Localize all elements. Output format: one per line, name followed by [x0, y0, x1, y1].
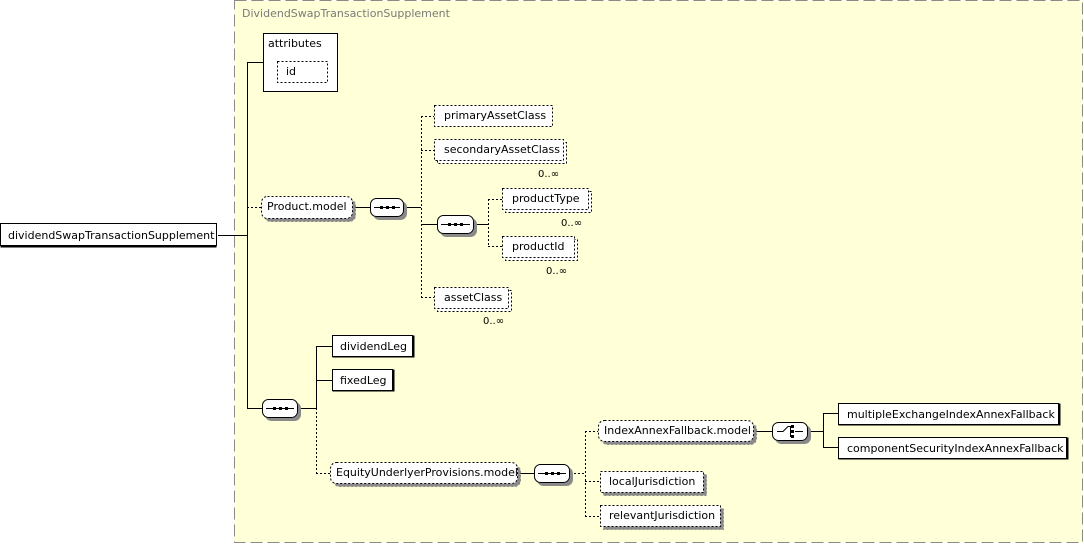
svg-text:dividendSwapTransactionSupplem: dividendSwapTransactionSupplement [8, 229, 215, 242]
svg-text:Product.model: Product.model [267, 200, 347, 213]
svg-text:EquityUnderlyerProvisions.mode: EquityUnderlyerProvisions.model [336, 466, 518, 479]
sequence-compositor-product[interactable] [370, 198, 404, 217]
svg-text:assetClass: assetClass [444, 291, 502, 304]
element-secondary-asset-class[interactable]: secondaryAssetClass [434, 139, 567, 164]
product-id-cardinality: 0..∞ [546, 266, 567, 277]
asset-class-cardinality: 0..∞ [483, 316, 504, 327]
element-product-id[interactable]: productId [502, 236, 578, 261]
svg-text:componentSecurityIndexAnnexFal: componentSecurityIndexAnnexFallback [847, 442, 1064, 455]
group-product-model[interactable]: Product.model [261, 196, 353, 219]
root-element-dividend-swap-transaction-supplement[interactable]: dividendSwapTransactionSupplement [0, 223, 217, 248]
svg-text:secondaryAssetClass: secondaryAssetClass [444, 143, 560, 156]
sequence-compositor-equity[interactable] [534, 464, 570, 483]
sequence-compositor-main[interactable] [262, 399, 298, 418]
element-local-jurisdiction[interactable]: localJurisdiction [600, 471, 704, 493]
attribute-id[interactable]: id [277, 61, 328, 83]
svg-text:primaryAssetClass: primaryAssetClass [444, 109, 546, 122]
element-product-type[interactable]: productType [502, 188, 592, 213]
group-index-annex-fallback-model[interactable]: IndexAnnexFallback.model [598, 420, 754, 442]
complex-type-frame [234, 0, 1083, 543]
svg-text:productId: productId [512, 240, 565, 253]
group-equity-underlyer-provisions-model[interactable]: EquityUnderlyerProvisions.model [330, 462, 518, 484]
element-relevant-jurisdiction[interactable]: relevantJurisdiction [600, 505, 721, 527]
svg-text:dividendLeg: dividendLeg [340, 340, 407, 353]
element-primary-asset-class[interactable]: primaryAssetClass [434, 105, 553, 127]
element-dividend-leg[interactable]: dividendLeg [332, 335, 415, 358]
sequence-compositor-product-type-id[interactable] [437, 215, 474, 234]
svg-text:fixedLeg: fixedLeg [340, 374, 387, 387]
svg-text:productType: productType [512, 192, 580, 205]
svg-text:relevantJurisdiction: relevantJurisdiction [609, 509, 715, 522]
optional-connector-lines [247, 116, 600, 517]
secondary-asset-class-cardinality: 0..∞ [538, 169, 559, 180]
svg-text:id: id [286, 65, 296, 78]
attributes-box[interactable]: attributes id [263, 33, 338, 92]
element-asset-class[interactable]: assetClass [434, 287, 512, 312]
element-multiple-exchange-index-annex-fallback[interactable]: multipleExchangeIndexAnnexFallback [838, 403, 1061, 426]
complex-type-title: DividendSwapTransactionSupplement [242, 7, 451, 20]
choice-compositor-index-annex-fallback[interactable] [772, 422, 808, 441]
product-type-cardinality: 0..∞ [561, 218, 582, 229]
connector-lines [218, 62, 838, 474]
element-component-security-index-annex-fallback[interactable]: componentSecurityIndexAnnexFallback [838, 437, 1069, 460]
element-fixed-leg[interactable]: fixedLeg [332, 369, 395, 392]
svg-text:IndexAnnexFallback.model: IndexAnnexFallback.model [604, 424, 751, 437]
attributes-label: attributes [268, 37, 322, 50]
svg-text:localJurisdiction: localJurisdiction [609, 475, 695, 488]
svg-text:multipleExchangeIndexAnnexFall: multipleExchangeIndexAnnexFallback [847, 408, 1055, 421]
